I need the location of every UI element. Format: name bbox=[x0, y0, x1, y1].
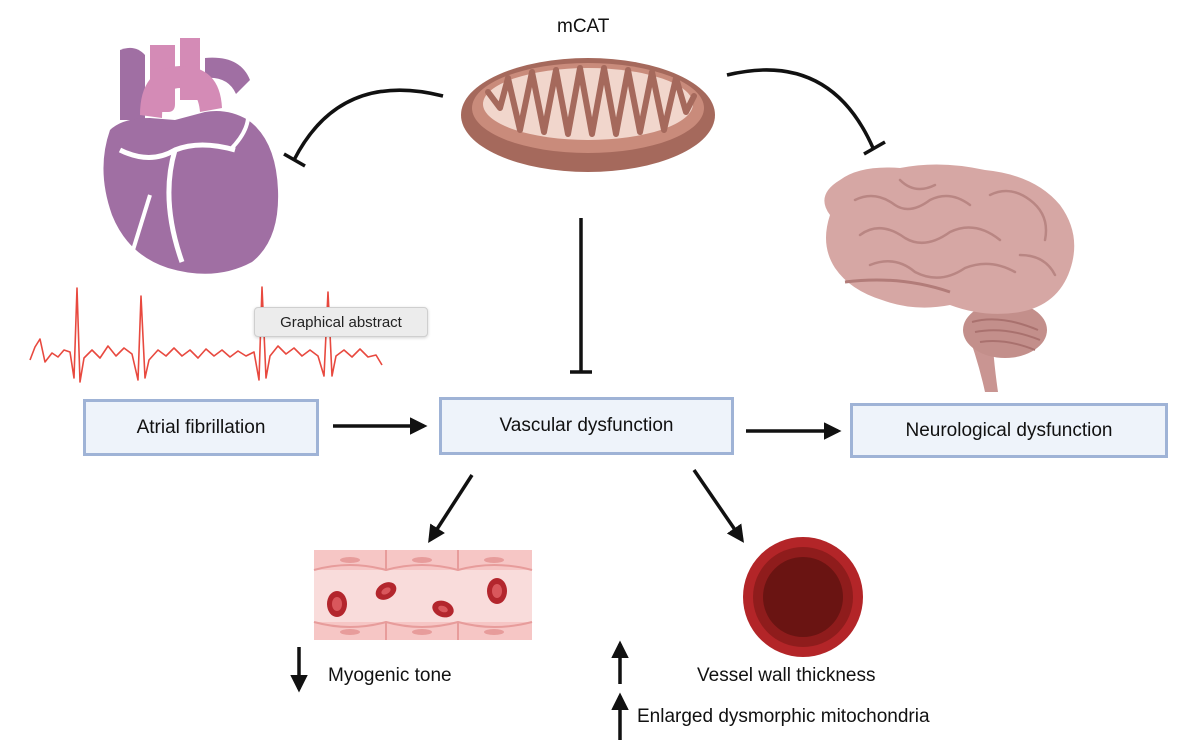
inhibit-mcat-brain bbox=[726, 68, 886, 156]
graphical-abstract-tooltip: Graphical abstract bbox=[254, 307, 428, 337]
vessel-wall-thickness-label: Vessel wall thickness bbox=[697, 665, 876, 686]
ecg-trace bbox=[29, 286, 383, 383]
mitochondria-label: Enlarged dysmorphic mitochondria bbox=[637, 706, 930, 727]
arrow-vascular-to-myogenic bbox=[428, 474, 474, 543]
blood-vessel-icon bbox=[313, 550, 533, 640]
neurological-dysfunction-label: Neurological dysfunction bbox=[905, 419, 1113, 441]
neurological-dysfunction-box: Neurological dysfunction bbox=[850, 403, 1168, 458]
vascular-dysfunction-box: Vascular dysfunction bbox=[439, 397, 734, 455]
myogenic-tone-label: Myogenic tone bbox=[328, 665, 452, 686]
vessel-cross-section-icon bbox=[743, 537, 863, 657]
brain-icon bbox=[824, 164, 1075, 392]
arrow-vascular-to-vessel bbox=[692, 469, 744, 543]
atrial-fibrillation-box: Atrial fibrillation bbox=[83, 399, 319, 456]
mcat-label: mCAT bbox=[557, 16, 610, 37]
inhibit-mcat-vascular bbox=[570, 218, 592, 374]
heart-icon bbox=[103, 38, 279, 274]
atrial-fibrillation-label: Atrial fibrillation bbox=[136, 416, 266, 438]
mitochondrion-icon bbox=[461, 58, 715, 172]
tooltip-text: Graphical abstract bbox=[280, 313, 402, 331]
inhibit-mcat-heart bbox=[283, 88, 444, 168]
vascular-dysfunction-label: Vascular dysfunction bbox=[499, 415, 674, 436]
